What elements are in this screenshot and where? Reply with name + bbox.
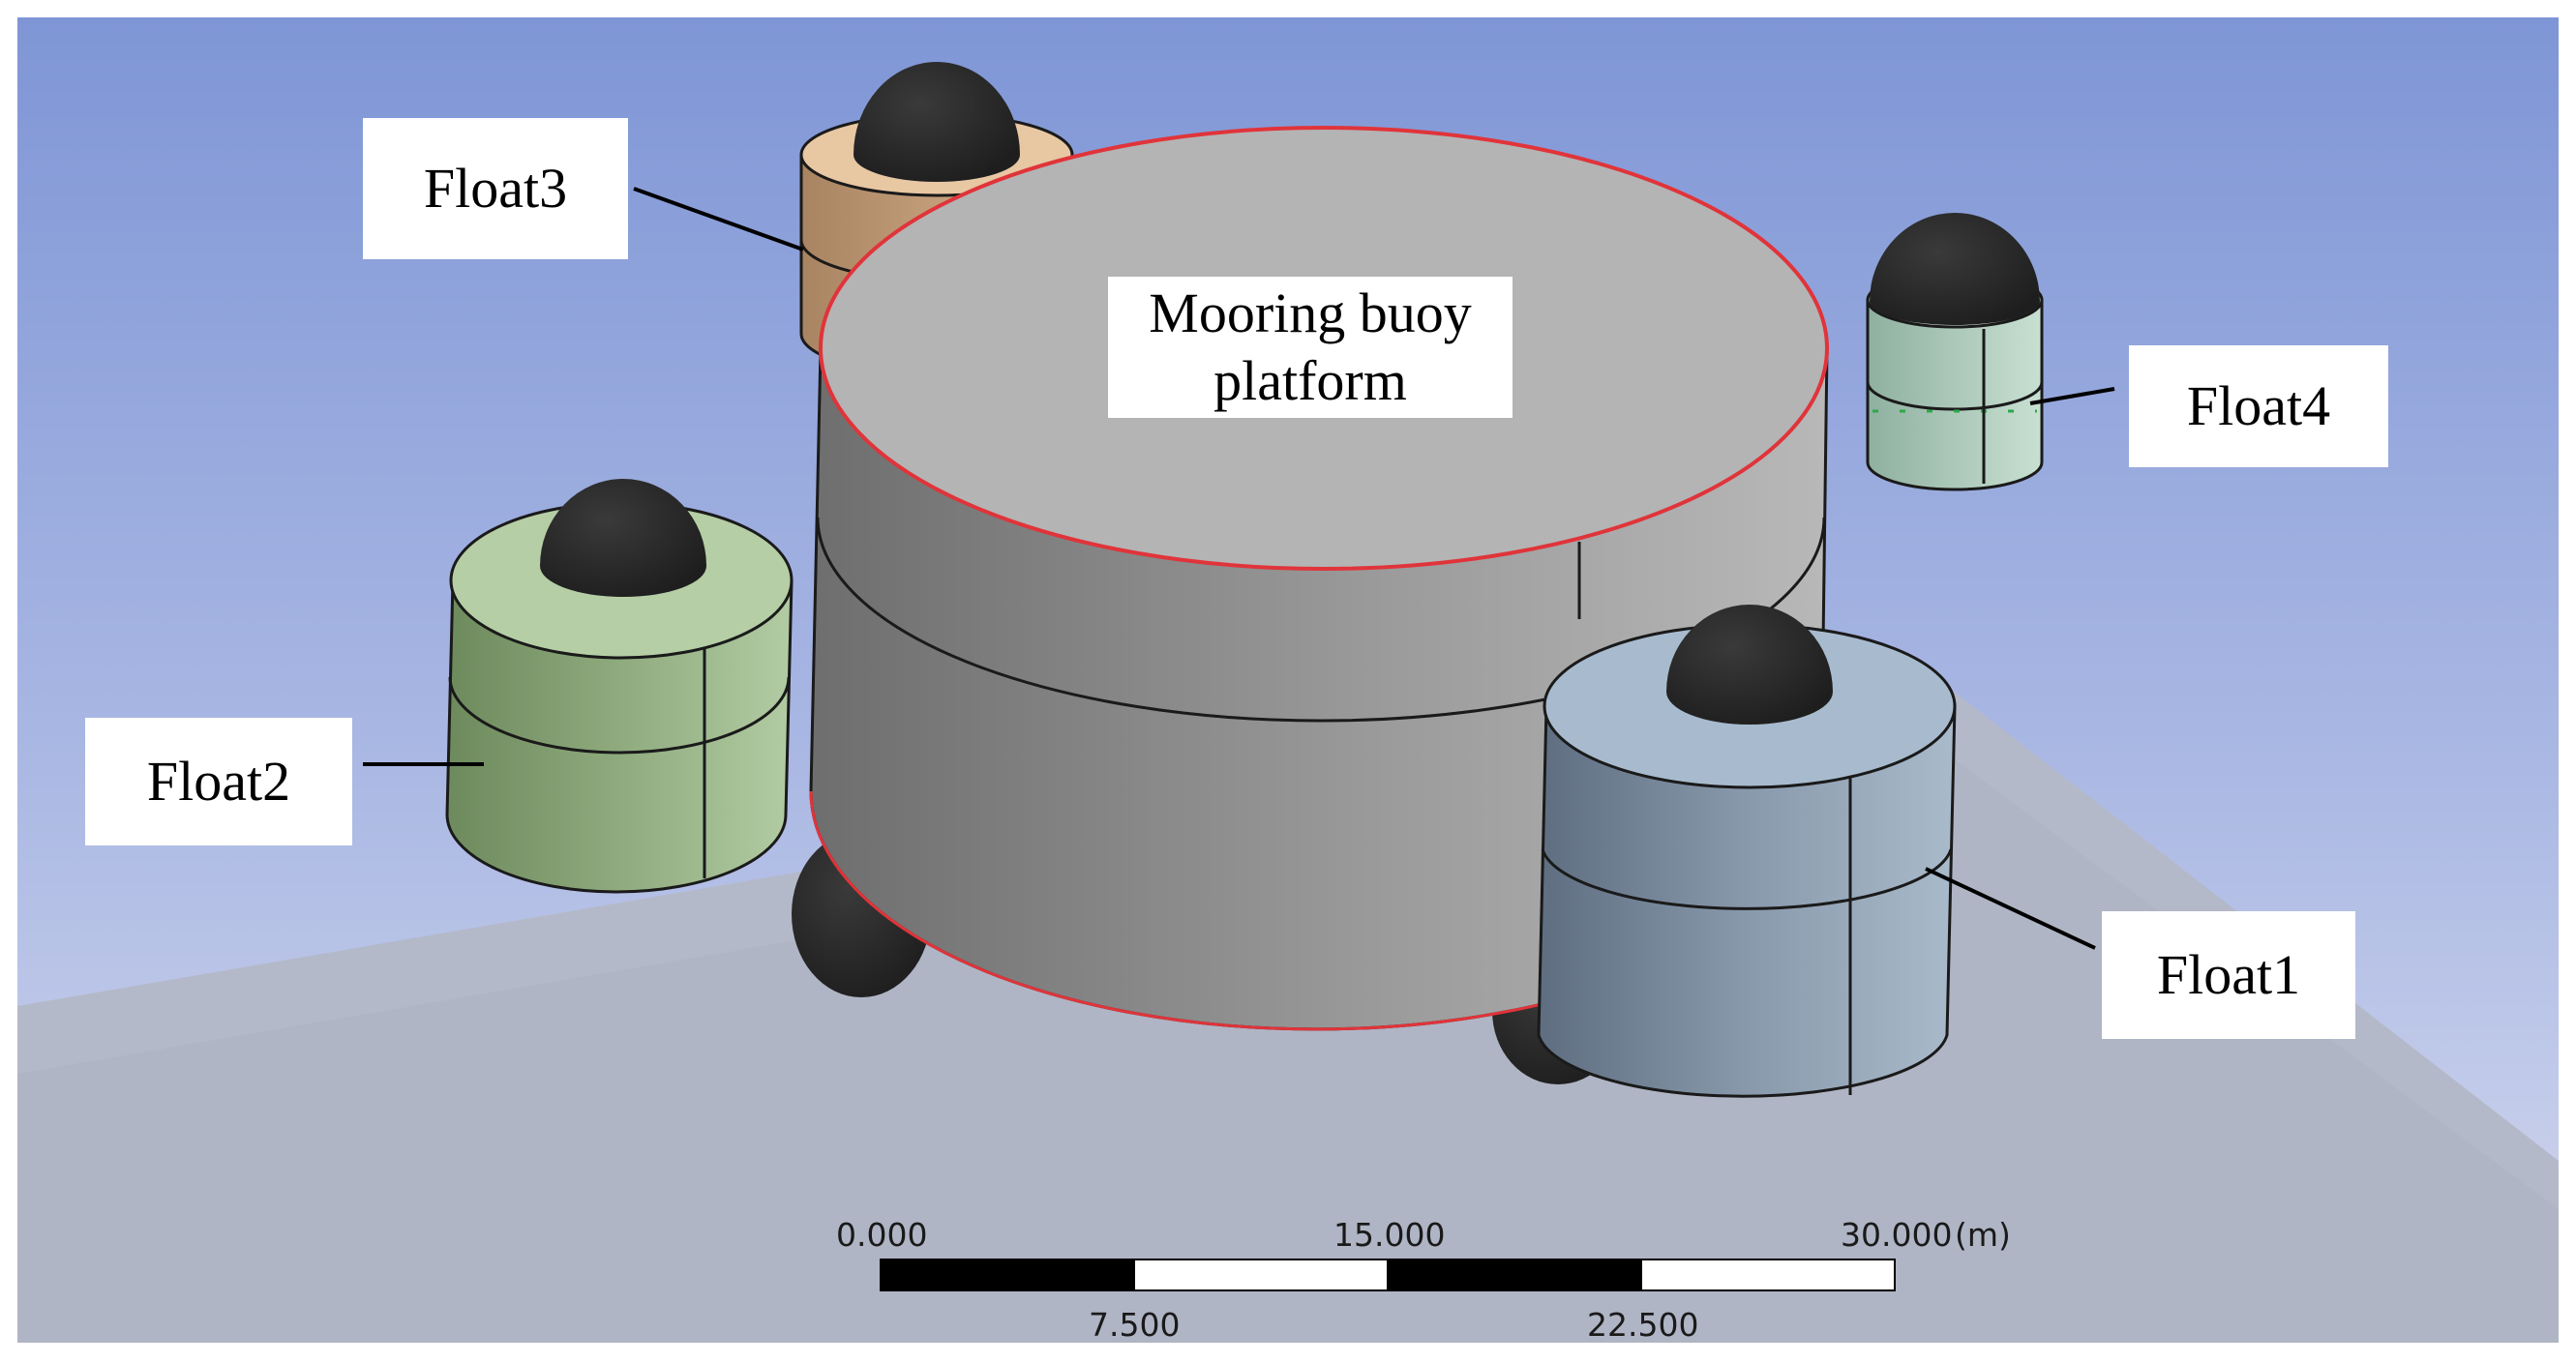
float4-label: Float4 — [2129, 345, 2388, 467]
float2-label-text: Float2 — [146, 750, 291, 814]
scale-tick-3: 22.500 — [1587, 1306, 1699, 1344]
float1-label-text: Float1 — [2156, 943, 2301, 1007]
scale-bar — [880, 1259, 1896, 1291]
float2-dome — [540, 479, 706, 597]
scale-tick-2: 15.000 — [1333, 1216, 1446, 1254]
float1-dome — [1666, 605, 1833, 725]
float4-leader-line — [2029, 387, 2115, 405]
float3-dome — [854, 62, 1020, 182]
float3-label: Float3 — [363, 118, 628, 259]
scale-tick-4: 30.000 — [1841, 1216, 1953, 1254]
float4-label-text: Float4 — [2186, 374, 2331, 438]
float4-dome — [1870, 213, 2040, 325]
float4-body — [1866, 213, 2044, 491]
float2-label: Float2 — [85, 718, 352, 845]
float3-label-text: Float3 — [423, 157, 568, 221]
float3-leader-line — [633, 187, 804, 252]
platform-label-line1: Mooring buoy — [1149, 281, 1472, 345]
float1-label: Float1 — [2102, 911, 2355, 1039]
platform-label-line2: platform — [1213, 349, 1407, 412]
scale-unit: (m) — [1955, 1216, 2011, 1254]
platform-label: Mooring buoy platform — [1108, 277, 1513, 418]
float1-leader-line — [1925, 867, 2096, 950]
scale-tick-1: 7.500 — [1089, 1306, 1181, 1344]
scale-tick-0: 0.000 — [836, 1216, 928, 1254]
float2-body — [445, 479, 794, 894]
float1-body — [1537, 605, 1957, 1098]
